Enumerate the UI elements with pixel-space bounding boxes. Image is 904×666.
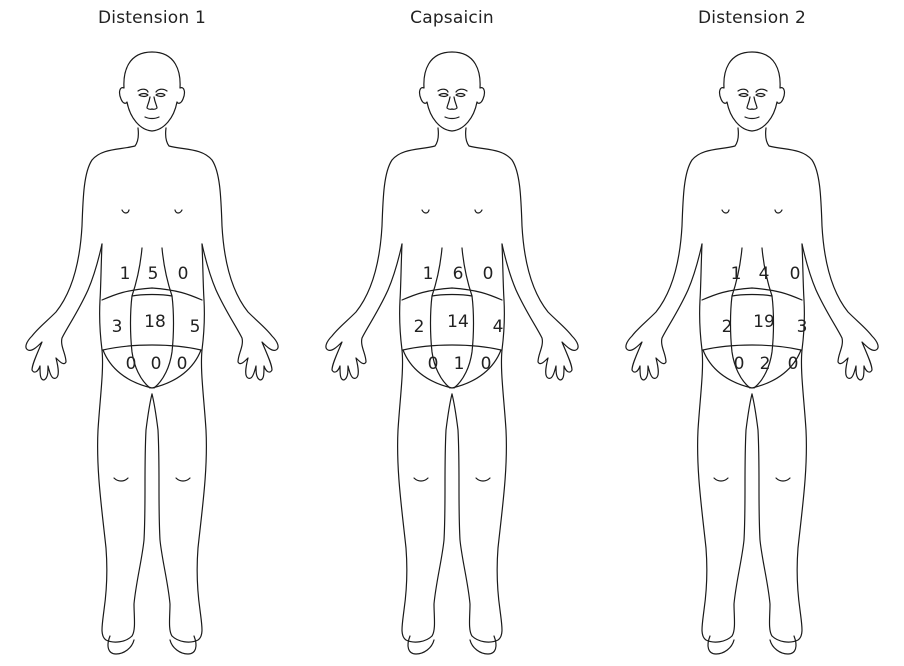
region-upper-left-value: 1 [721,264,751,284]
region-lower-center-value: 1 [444,354,474,374]
region-mid-left-value: 2 [712,317,742,337]
body-outline [2,0,302,666]
knees-feet [708,478,796,654]
region-mid-center-value: 19 [749,312,779,332]
region-lower-right-value: 0 [167,354,197,374]
torso [26,128,278,642]
region-upper-center-value: 6 [443,264,473,284]
region-upper-right-value: 0 [473,264,503,284]
body-outline [302,0,602,666]
region-upper-right-value: 0 [168,264,198,284]
knees-feet [108,478,196,654]
head [720,52,785,131]
region-mid-left-value: 3 [102,317,132,337]
region-mid-right-value: 5 [180,317,210,337]
head [120,52,185,131]
figure-title: Distension 1 [2,8,302,28]
knees-feet [408,478,496,654]
region-lower-center-value: 2 [750,354,780,374]
region-upper-center-value: 4 [749,264,779,284]
region-mid-left-value: 2 [404,317,434,337]
region-mid-center-value: 18 [140,312,170,332]
region-mid-right-value: 4 [483,317,513,337]
figure-title: Distension 2 [602,8,902,28]
figure-title: Capsaicin [302,8,602,28]
figure-distension-2: Distension 2 1 4 0 2 19 3 0 2 0 [602,0,902,666]
region-lower-right-value: 0 [778,354,808,374]
region-upper-left-value: 1 [413,264,443,284]
body-outline [602,0,902,666]
figure-capsaicin: Capsaicin 1 6 0 2 14 4 0 1 0 [302,0,602,666]
region-lower-right-value: 0 [471,354,501,374]
torso [626,128,878,642]
head [420,52,485,131]
region-mid-right-value: 3 [787,317,817,337]
figure-distension-1: Distension 1 1 5 0 3 18 5 0 0 0 [2,0,302,666]
region-mid-center-value: 14 [443,312,473,332]
region-upper-left-value: 1 [110,264,140,284]
region-upper-right-value: 0 [780,264,810,284]
torso [326,128,578,642]
region-upper-center-value: 5 [138,264,168,284]
